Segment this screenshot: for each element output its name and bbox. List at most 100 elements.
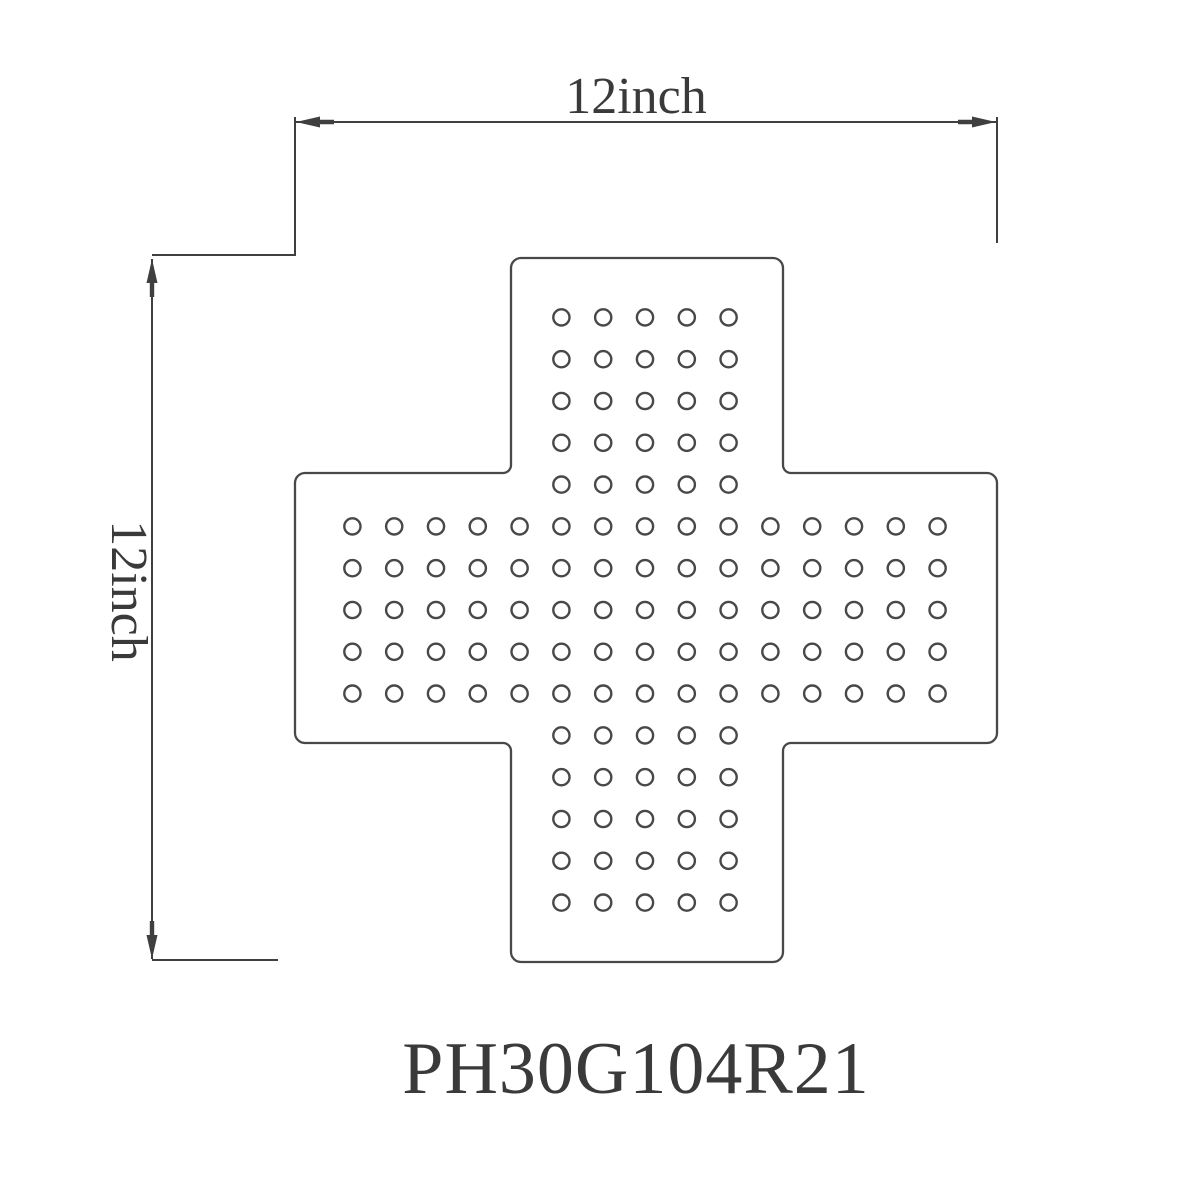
- width-dimension-label: 12inch: [565, 68, 707, 125]
- hole-circle: [593, 558, 613, 578]
- hole-circle: [593, 349, 613, 369]
- hole-circle: [552, 684, 571, 703]
- arrow-left-icon: [296, 116, 334, 128]
- hole-circle: [928, 517, 947, 536]
- hole-circle: [886, 600, 906, 620]
- hole-circle: [635, 642, 655, 662]
- hole-circle: [761, 600, 780, 620]
- hole-circle: [593, 893, 613, 912]
- hole-circle: [552, 308, 571, 327]
- width-dimension: 12inch: [152, 68, 998, 256]
- hole-circle: [552, 893, 571, 912]
- hole-circle: [635, 308, 655, 327]
- height-dimension-label: 12inch: [100, 520, 157, 662]
- hole-circle: [844, 517, 864, 536]
- hole-circle: [761, 642, 780, 662]
- hole-circle: [719, 391, 738, 411]
- hole-circle: [343, 600, 362, 620]
- hole-circle: [552, 475, 571, 494]
- hole-circle: [552, 558, 571, 578]
- hole-circle: [886, 684, 906, 703]
- hole-circle: [719, 558, 738, 578]
- hole-circle: [593, 433, 613, 453]
- hole-circle: [719, 308, 738, 327]
- hole-circle: [677, 726, 697, 745]
- part-number: PH30G104R21: [402, 1028, 869, 1110]
- hole-circle: [593, 475, 613, 494]
- hole-circle: [552, 767, 571, 787]
- hole-circle: [510, 558, 529, 578]
- height-dimension: 12inch: [100, 259, 278, 961]
- hole-circle: [593, 308, 613, 327]
- hole-circle: [677, 558, 697, 578]
- hole-circle: [761, 684, 780, 703]
- hole-circle: [593, 809, 613, 829]
- hole-circle: [677, 349, 697, 369]
- arrow-down-icon: [146, 921, 158, 959]
- hole-circle: [384, 642, 404, 662]
- hole-circle: [552, 851, 571, 871]
- hole-circle: [426, 642, 446, 662]
- hole-circle: [635, 349, 655, 369]
- hole-circle: [928, 642, 947, 662]
- hole-circle: [844, 600, 864, 620]
- hole-circle: [510, 642, 529, 662]
- hole-circle: [468, 684, 488, 703]
- hole-circle: [677, 600, 697, 620]
- hole-circle: [761, 558, 780, 578]
- hole-circle: [552, 517, 571, 536]
- hole-circle: [635, 391, 655, 411]
- hole-grid: [343, 308, 947, 912]
- hole-circle: [593, 726, 613, 745]
- hole-circle: [719, 726, 738, 745]
- hole-circle: [593, 684, 613, 703]
- arrow-right-icon: [958, 116, 996, 128]
- hole-circle: [719, 684, 738, 703]
- hole-circle: [677, 767, 697, 787]
- hole-circle: [719, 851, 738, 871]
- hole-circle: [677, 684, 697, 703]
- hole-circle: [343, 684, 362, 703]
- hole-circle: [635, 809, 655, 829]
- hole-circle: [844, 642, 864, 662]
- width-extension-line-left: [152, 117, 296, 256]
- arrow-up-icon: [146, 259, 158, 297]
- hole-circle: [593, 391, 613, 411]
- hole-circle: [635, 517, 655, 536]
- hole-circle: [928, 558, 947, 578]
- hole-circle: [886, 517, 906, 536]
- hole-circle: [510, 600, 529, 620]
- hole-circle: [552, 600, 571, 620]
- hole-circle: [510, 517, 529, 536]
- hole-circle: [343, 558, 362, 578]
- hole-circle: [426, 684, 446, 703]
- hole-circle: [552, 391, 571, 411]
- hole-circle: [719, 433, 738, 453]
- hole-circle: [886, 642, 906, 662]
- hole-circle: [635, 433, 655, 453]
- hole-circle: [343, 642, 362, 662]
- hole-circle: [593, 517, 613, 536]
- hole-circle: [677, 809, 697, 829]
- hole-circle: [844, 684, 864, 703]
- hole-circle: [635, 893, 655, 912]
- hole-circle: [802, 684, 822, 703]
- hole-circle: [719, 475, 738, 494]
- hole-circle: [635, 767, 655, 787]
- hole-circle: [677, 391, 697, 411]
- hole-circle: [635, 851, 655, 871]
- hole-circle: [343, 517, 362, 536]
- hole-circle: [719, 517, 738, 536]
- hole-circle: [593, 642, 613, 662]
- hole-circle: [426, 600, 446, 620]
- hole-circle: [677, 642, 697, 662]
- hole-circle: [719, 642, 738, 662]
- hole-circle: [468, 600, 488, 620]
- hole-circle: [426, 517, 446, 536]
- hole-circle: [635, 684, 655, 703]
- hole-circle: [468, 517, 488, 536]
- hole-circle: [635, 558, 655, 578]
- hole-circle: [677, 851, 697, 871]
- hole-circle: [635, 475, 655, 494]
